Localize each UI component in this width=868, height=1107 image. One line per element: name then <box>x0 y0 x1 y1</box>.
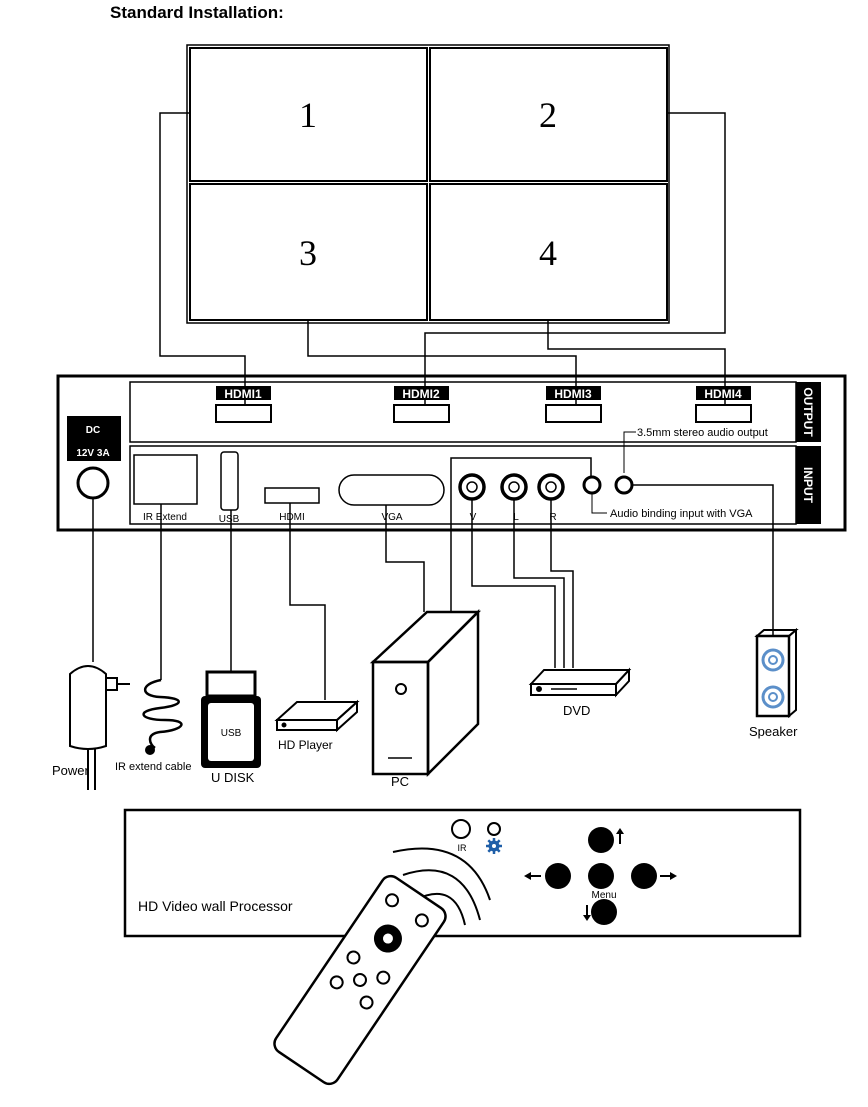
right-button[interactable] <box>631 863 657 889</box>
down-button[interactable] <box>591 899 617 925</box>
speaker-label: Speaker <box>749 724 798 739</box>
pc-tower <box>369 608 482 778</box>
processor-front-panel <box>123 808 802 938</box>
ir-receiver-head <box>145 745 155 755</box>
screen-2 <box>429 47 668 182</box>
audio-input-leader <box>591 493 607 514</box>
power-adapter <box>69 665 130 790</box>
ir-extend-cable <box>142 678 183 750</box>
audio-output-leader <box>623 431 636 473</box>
output-cables <box>159 112 726 405</box>
video-wall <box>186 44 670 324</box>
vga-label: VGA <box>381 512 402 523</box>
left-audio-label: L <box>513 512 519 523</box>
usb-stick-connector <box>205 670 257 698</box>
output-label-bar <box>796 382 821 442</box>
dvd-label: DVD <box>563 703 590 718</box>
hdmi-input-label: HDMI <box>279 512 305 523</box>
dc-label-box <box>67 416 121 461</box>
usb-stick-face <box>208 703 254 761</box>
hdmi3-label: HDMI3 <box>554 387 592 401</box>
right-arrow-icon <box>660 872 677 880</box>
pc-label: PC <box>391 774 409 789</box>
usb-port <box>220 451 239 511</box>
right-audio-label: R <box>549 512 556 523</box>
down-arrow-icon <box>583 905 591 921</box>
screen-1-number: 1 <box>299 95 317 135</box>
speaker <box>754 627 799 719</box>
hdmi4-label: HDMI4 <box>704 387 742 401</box>
usb-label: USB <box>219 514 240 525</box>
hdmi2-label: HDMI2 <box>402 387 440 401</box>
hdmi-input-port <box>264 487 320 504</box>
audio-input-label: Audio binding input with VGA <box>610 508 753 520</box>
ir-extend-port <box>133 454 198 505</box>
menu-label: Menu <box>591 890 616 901</box>
video-label: V <box>470 512 477 523</box>
screen-1 <box>189 47 428 182</box>
up-button[interactable] <box>588 827 614 853</box>
ir-window-label: IR <box>458 843 468 853</box>
remote-control <box>273 874 447 1086</box>
power-label: Power <box>52 763 90 778</box>
dc-rating: 12V 3A <box>76 448 109 459</box>
screen-2-number: 2 <box>539 95 557 135</box>
hd-player <box>274 699 360 733</box>
output-label: OUTPUT <box>801 387 815 437</box>
ir-window <box>451 819 471 839</box>
u-disk-label: U DISK <box>211 770 255 785</box>
left-button[interactable] <box>545 863 571 889</box>
hd-player-label: HD Player <box>278 738 333 752</box>
input-label-bar <box>796 446 821 524</box>
usb-stick-label: USB <box>221 728 242 739</box>
ir-cable-label: IR extend cable <box>115 761 191 773</box>
gear-icon <box>486 838 502 854</box>
input-label: INPUT <box>801 467 815 504</box>
up-arrow-icon <box>616 828 624 844</box>
dc-label: DC <box>86 425 100 436</box>
av-input-ports <box>458 473 565 501</box>
menu-button[interactable] <box>588 863 614 889</box>
vga-port <box>338 474 445 506</box>
page-title: Standard Installation: <box>110 3 284 22</box>
input-cables <box>92 457 774 700</box>
audio-output-label: 3.5mm stereo audio output <box>637 427 768 439</box>
front-panel-title: HD Video wall Processor <box>138 898 293 914</box>
screen-3-number: 3 <box>299 233 317 273</box>
dvd-player <box>528 667 632 698</box>
hdmi1-label: HDMI1 <box>224 387 262 401</box>
audio-jacks <box>582 475 634 495</box>
status-led <box>487 822 501 836</box>
ir-extend-label: IR Extend <box>143 512 187 523</box>
screen-4-number: 4 <box>539 233 557 273</box>
hdmi-output-ports <box>215 386 752 423</box>
left-arrow-icon <box>524 872 541 880</box>
dc-power-jack <box>76 466 110 500</box>
